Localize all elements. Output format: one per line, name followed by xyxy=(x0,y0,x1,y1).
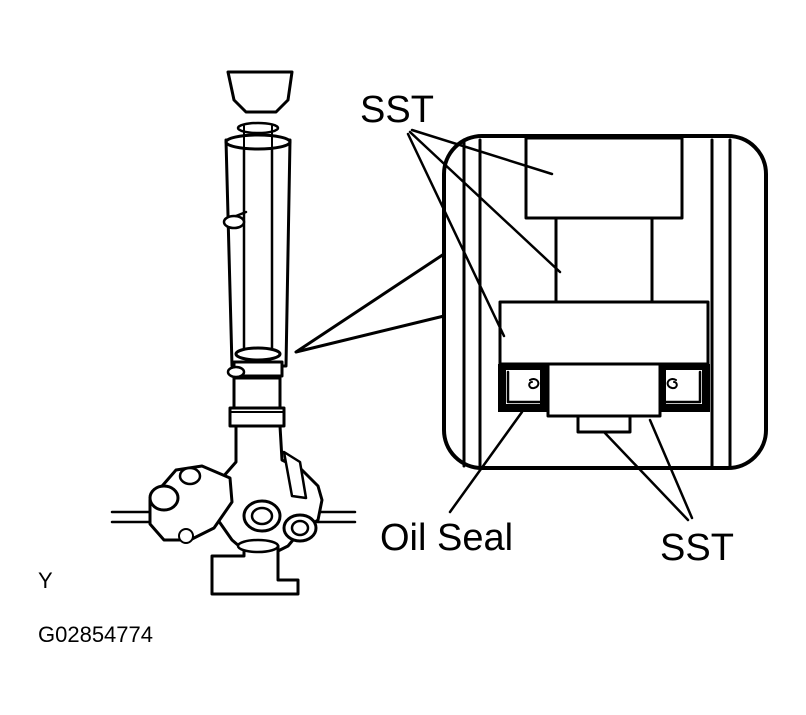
callout-wedge xyxy=(294,252,446,354)
view-letter: Y xyxy=(38,568,53,593)
sst-top-label: SST xyxy=(360,89,434,131)
steering-gear-assembly xyxy=(110,70,357,596)
figure-code: G02854774 xyxy=(38,622,153,647)
detail-view xyxy=(442,134,768,470)
oil-seal-label: Oil Seal xyxy=(380,517,513,559)
sst-bottom-label: SST xyxy=(660,527,734,569)
leader-lines xyxy=(406,128,694,522)
